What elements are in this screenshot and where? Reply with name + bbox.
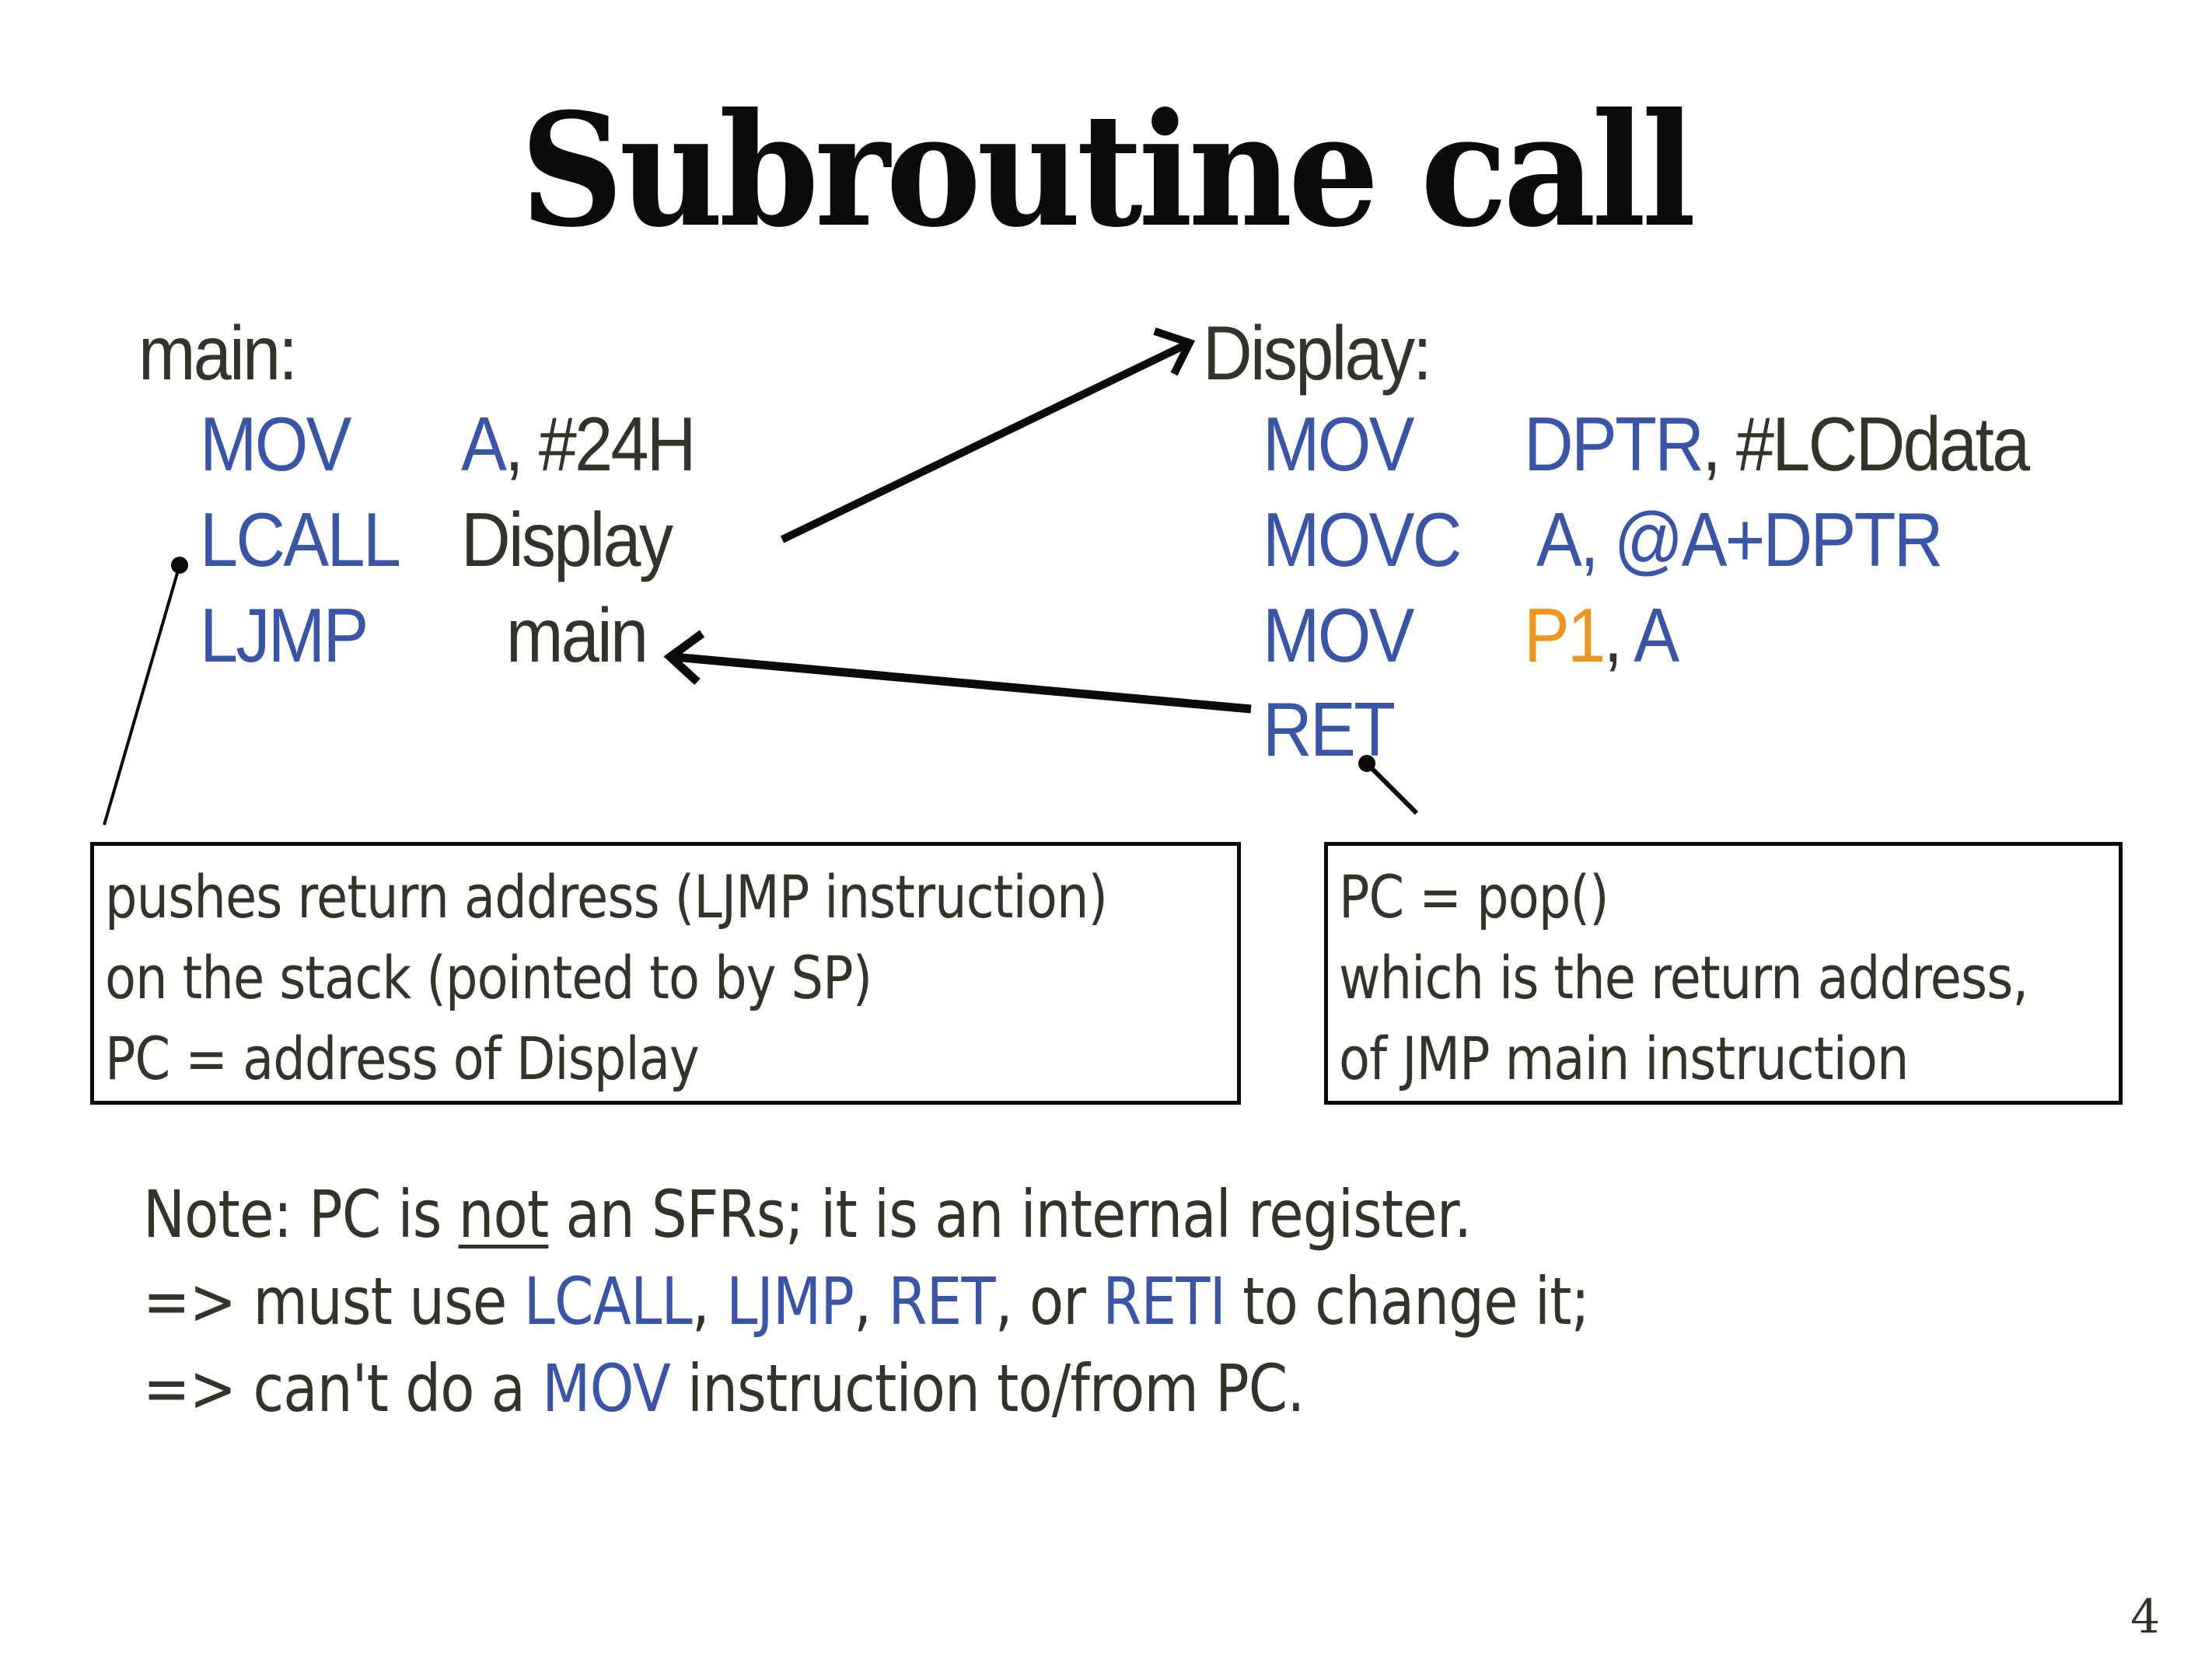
note-text: => can't do a — [143, 1350, 543, 1427]
note-text: , — [691, 1263, 727, 1339]
ret-callout-text: PC = pop() which is the return address, of… — [1339, 857, 2029, 1099]
note-text: instruction to/from PC. — [669, 1350, 1305, 1427]
main-line-3-args: main — [506, 592, 648, 678]
callout-line: PC = address of Display — [105, 1024, 700, 1093]
connector-line — [103, 564, 181, 826]
note-line-1: Note: PC is not an SFRs; it is an intern… — [143, 1182, 1472, 1247]
call-arrow-head — [1153, 327, 1196, 376]
main-line-1-args: A, #24H — [461, 406, 697, 482]
display-line-1-args: DPTR, #LCDdata — [1524, 406, 2030, 482]
main-line-1-op: MOV — [200, 401, 352, 487]
note-text: an SFRs; it is an internal register. — [548, 1176, 1472, 1252]
display-line-3-op: MOV — [1263, 592, 1415, 678]
display-label: Display: — [1203, 310, 1432, 396]
operand: A — [1634, 592, 1679, 678]
note-text: , — [854, 1263, 889, 1339]
lcall-callout-box: pushes return address (LJMP instruction)… — [90, 842, 1241, 1105]
page-number: 4 — [2130, 1590, 2161, 1644]
keyword: LJMP — [726, 1263, 854, 1339]
main-line-2-op: LCALL — [200, 497, 401, 582]
note-line-2: => must use LCALL, LJMP, RET, or RETI to… — [143, 1269, 1590, 1334]
display-line-1-op: MOV — [1263, 401, 1415, 487]
note-text: => must use — [143, 1263, 524, 1339]
operand: , — [1603, 592, 1634, 678]
callout-line: which is the return address, — [1339, 943, 2029, 1012]
return-arrow — [663, 630, 1252, 714]
main-label: main: — [138, 310, 298, 396]
callout-line: on the stack (pointed to by SP) — [105, 943, 872, 1012]
port-operand: P1 — [1524, 592, 1606, 678]
call-arrow-shaft — [780, 341, 1187, 543]
display-line-3-args: P1, A — [1524, 597, 1679, 673]
main-line-2-args: Display — [461, 497, 673, 582]
display-line-2-args: A, @A+DPTR — [1536, 497, 1944, 582]
lcall-connector — [103, 557, 188, 826]
lcall-callout-text: pushes return address (LJMP instruction)… — [105, 857, 1108, 1099]
main-line-3-op: LJMP — [200, 592, 369, 678]
connector-line — [1365, 761, 1419, 816]
return-arrow-head — [663, 630, 705, 686]
ret-callout-box: PC = pop() which is the return address, of… — [1324, 842, 2123, 1105]
keyword: RETI — [1103, 1263, 1226, 1339]
note-text: Note: PC is — [143, 1176, 459, 1252]
call-arrow — [780, 327, 1196, 543]
display-line-4-op: RET — [1263, 686, 1396, 772]
return-arrow-shaft — [673, 652, 1252, 714]
callout-line: of JMP main instruction — [1339, 1024, 1909, 1093]
operand: , #24H — [505, 401, 696, 487]
note-text: , or — [994, 1263, 1103, 1339]
operand: , #LCDdata — [1702, 401, 2030, 487]
display-line-2-op: MOVC — [1263, 497, 1462, 582]
callout-line: PC = pop() — [1339, 862, 1609, 931]
operand: A — [461, 401, 507, 487]
callout-line: pushes return address (LJMP instruction) — [105, 862, 1108, 931]
keyword: LCALL — [523, 1263, 693, 1339]
note-line-3: => can't do a MOV instruction to/from PC… — [143, 1356, 1305, 1421]
operand: DPTR — [1524, 401, 1704, 487]
slide-title: Subroutine call — [520, 79, 1696, 262]
keyword: RET — [888, 1263, 995, 1339]
note-emphasis: not — [458, 1176, 550, 1252]
keyword: MOV — [542, 1350, 671, 1427]
note-text: to change it; — [1225, 1263, 1590, 1339]
ret-connector — [1358, 755, 1419, 816]
